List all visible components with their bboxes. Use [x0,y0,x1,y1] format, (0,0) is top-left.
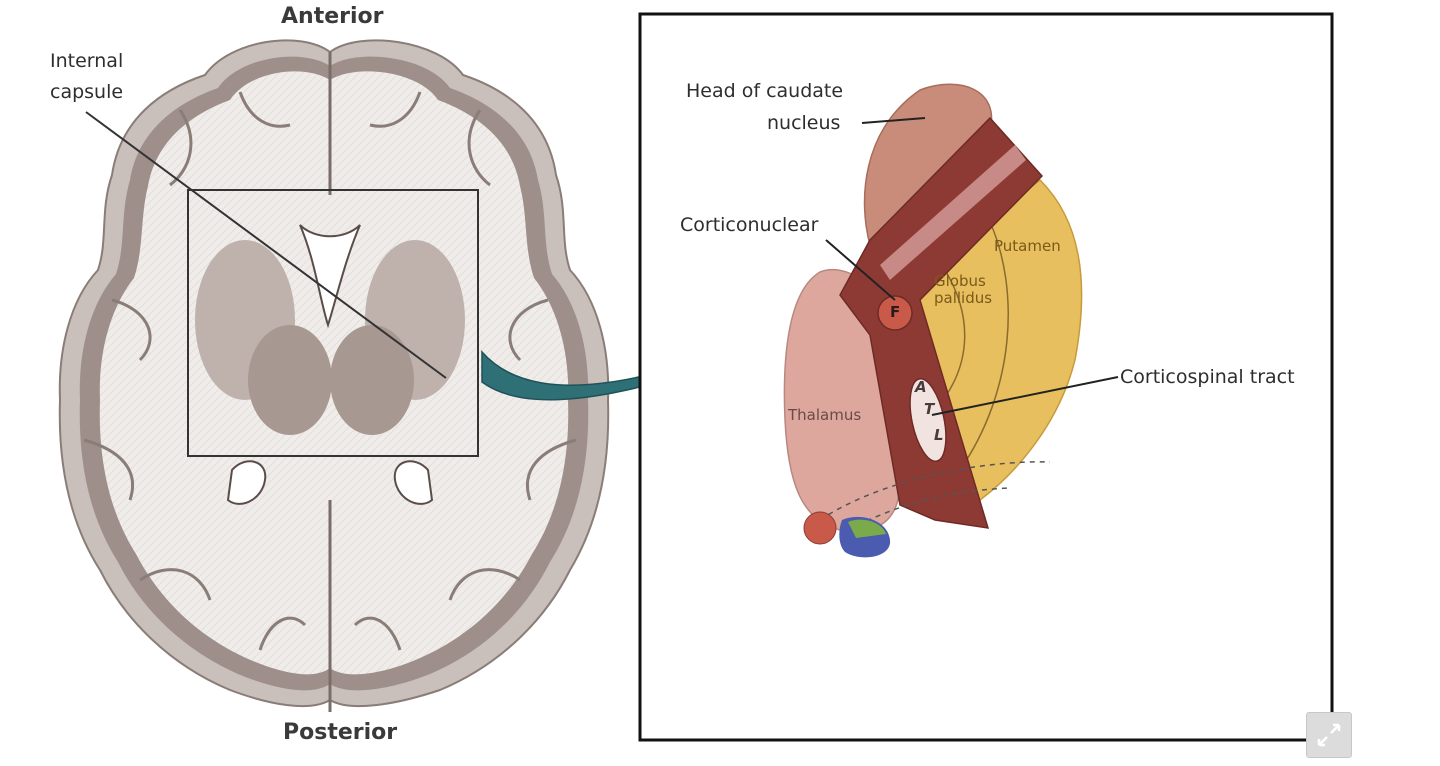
caudate-leader [861,117,926,124]
capsule-genu-band [880,145,1026,280]
left-posterior-horn [226,460,267,505]
corticospinal-leader [931,376,1119,416]
thalamus-label: Thalamus [788,406,862,424]
letter-l: L [934,426,944,444]
globus-label-1: Globus [934,272,986,290]
right-thalamus-section [330,325,414,435]
red-nucleus [803,511,837,545]
letter-a: A [915,378,927,396]
caudate-label-2: nucleus [767,112,841,134]
letter-f: F [890,303,901,321]
brain-sulci [83,91,577,651]
anterior-label: Anterior [281,4,384,29]
corticonuclear-fibres-f [877,295,913,331]
corticonuclear-label: Corticonuclear [680,214,819,236]
caudate-label-1: Head of caudate [686,80,844,102]
putamen-label: Putamen [994,237,1061,255]
left-thalamus-section [248,325,332,435]
corticospinal-label: Corticospinal tract [1120,366,1295,388]
dashed-outline [819,461,1051,521]
internal-capsule-leader [85,111,447,379]
lateral-ventricles [299,224,361,329]
corticonuclear-leader [825,239,896,301]
internal-capsule-tract [839,116,1044,529]
selection-box [187,189,479,457]
globus-label-2: pallidus [934,289,993,307]
expand-icon [1317,723,1341,747]
internal-capsule-label-2: capsule [50,81,124,103]
putamen-boundary [959,221,1009,471]
expand-button[interactable] [1306,712,1352,758]
colored-nucleus-green [848,519,886,538]
letter-t: T [924,400,935,418]
posterior-label: Posterior [283,720,398,745]
internal-capsule-label-1: Internal [50,50,124,72]
corticospinal-oval [909,378,947,462]
right-posterior-horn [393,460,434,505]
